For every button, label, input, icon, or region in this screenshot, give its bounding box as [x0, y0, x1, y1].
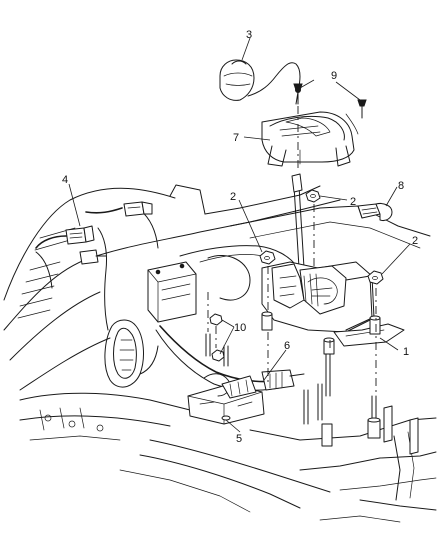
- indicator-bulb: [357, 203, 393, 221]
- callout-1: 1: [403, 346, 409, 358]
- shift-cable: [155, 325, 305, 391]
- shifter-bezel: [261, 87, 355, 167]
- callout-6: 6: [284, 340, 290, 352]
- nut-10-lower: [211, 349, 225, 362]
- nut-2-right: [367, 270, 384, 285]
- shifter-assembly: [261, 261, 405, 355]
- nut-2-left: [259, 250, 276, 265]
- callout-7: 7: [233, 132, 239, 144]
- callout-3: 3: [246, 29, 252, 41]
- console-bracket-oval: [104, 319, 159, 388]
- alignment-lines: [207, 106, 377, 396]
- nut-10-upper: [209, 313, 223, 326]
- floor-pan-body: [3, 184, 437, 523]
- shift-knob: [219, 59, 255, 101]
- wiring-harness: [35, 201, 159, 331]
- callout-5: 5: [236, 433, 242, 445]
- nut-2-upper: [305, 189, 321, 203]
- screw-9a: [293, 83, 303, 105]
- screw-9b-dash: [345, 113, 359, 135]
- callout-4: 4: [62, 174, 68, 186]
- callout-2-left: 2: [230, 191, 236, 203]
- callout-8: 8: [398, 180, 404, 192]
- mounting-bracket-block: [147, 261, 197, 323]
- screw-9b: [357, 99, 367, 119]
- mounting-studs: [205, 333, 419, 455]
- callout-2-right: 2: [412, 235, 418, 247]
- callout-10: 10: [234, 322, 246, 334]
- knob-cable: [247, 62, 301, 105]
- callout-9: 9: [331, 70, 337, 82]
- callout-2-upper: 2: [350, 196, 356, 208]
- cable-bracket: [187, 373, 265, 425]
- leader-lines: [68, 37, 411, 433]
